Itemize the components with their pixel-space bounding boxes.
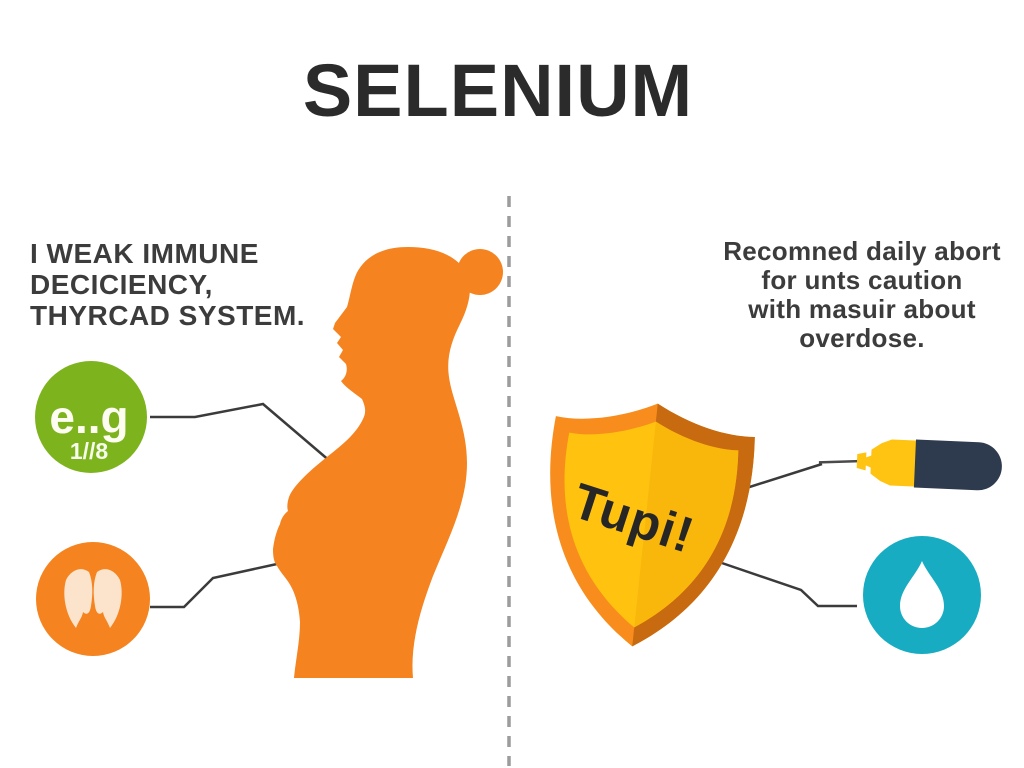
green-circle [35,361,147,473]
silhouette-body [273,247,470,678]
right-heading-line-1: Recomned daily abort [723,236,1001,266]
drop-badge [863,536,981,654]
left-heading-line-1: I WEAK IMMUNE [30,238,259,269]
orange-circle [36,542,150,656]
pregnant-woman-silhouette [273,247,503,678]
shield-border-shade [632,403,755,647]
syringe-tip [856,439,918,487]
thyroid-butterfly-icon [64,569,122,628]
badge-main-label: e..g [49,391,128,443]
syringe-body [913,439,1002,491]
right-heading: Recomned daily abort for unts caution wi… [700,237,1024,353]
page-title: SELENIUM [302,49,694,132]
right-heading-line-2: for unts caution [761,265,963,295]
badge-sub-label: 1//8 [70,438,109,464]
thyroid-badge [36,542,150,656]
connector-line-thyroid-to-figure [150,562,278,609]
left-heading-line-2: DECICIENCY, [30,269,213,300]
syringe-icon [818,439,1002,491]
right-heading-line-3: with masuir about [748,294,976,324]
right-heading-line-4: overdose. [799,323,925,353]
shield-face-fold [634,421,739,628]
syringe-needle [818,459,860,464]
left-heading-line-3: THYRCAD SYSTEM. [30,300,306,331]
eg-dosage-badge: e..g 1//8 [35,361,147,473]
protection-shield-icon: Tupi! [550,403,755,647]
connector-line-badge-to-figure [150,402,332,463]
water-drop-icon [900,561,944,628]
left-heading: I WEAK IMMUNE DECICIENCY, THYRCAD SYSTEM… [30,238,305,331]
connector-line-shield-to-syringe [736,462,823,493]
connector-line-shield-to-drop [715,559,857,608]
shield-face [564,421,739,628]
